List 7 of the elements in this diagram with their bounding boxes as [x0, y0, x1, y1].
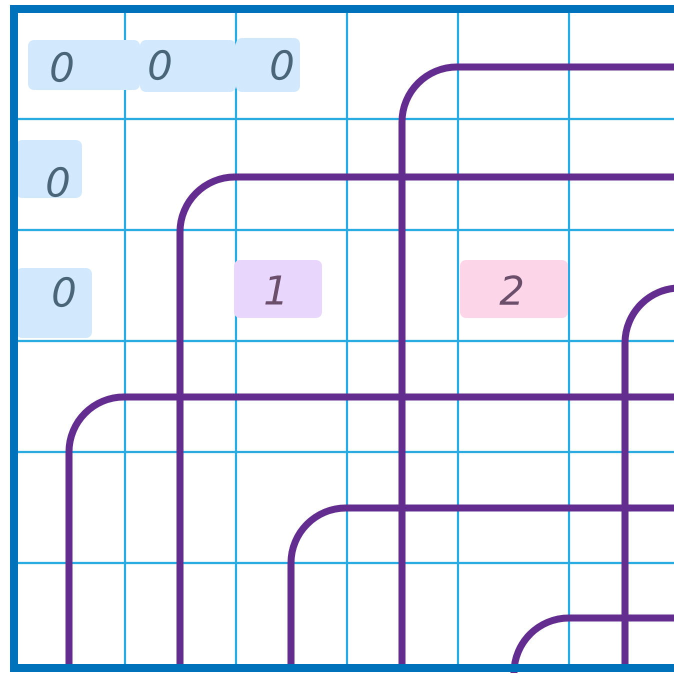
highlighted-digit: 1 [234, 260, 322, 318]
highlighted-digit: 0 [236, 38, 300, 92]
highlighted-digit: 0 [16, 268, 92, 338]
highlighted-digit: 2 [460, 260, 568, 318]
highlighted-digit: 0 [16, 140, 82, 198]
highlighted-digit: 0 [140, 40, 236, 92]
highlighted-digit: 0 [28, 40, 140, 90]
